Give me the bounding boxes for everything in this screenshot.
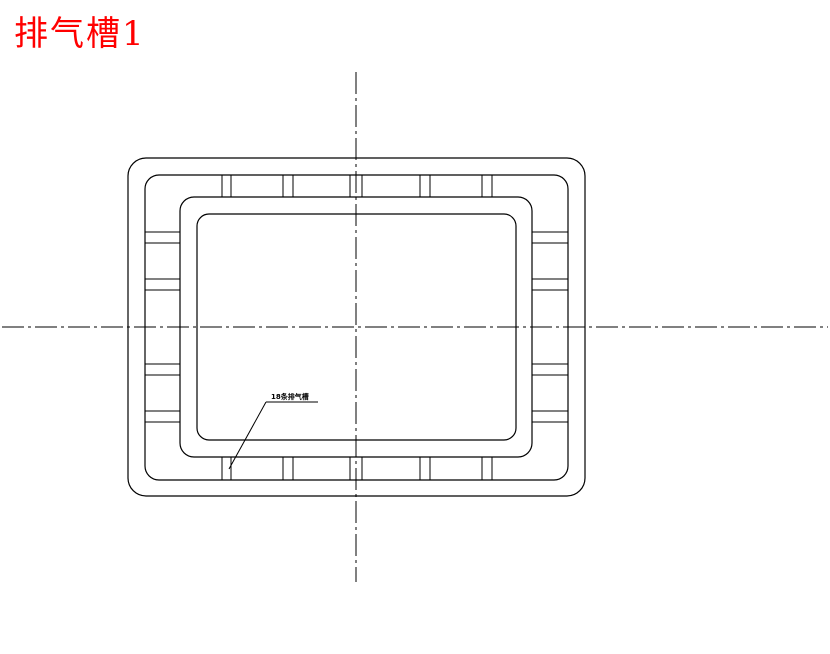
right-vent-slots	[532, 231, 568, 423]
top-vent-slots	[221, 175, 493, 197]
left-vent-slots	[145, 231, 180, 423]
annotation-leader	[228, 401, 318, 470]
bottom-vent-slots	[221, 457, 493, 480]
annotation-label: 18条排气槽	[271, 392, 309, 401]
outer-frame	[127, 157, 586, 497]
cavity-outline	[196, 213, 517, 441]
vent-ring-outer	[144, 174, 569, 481]
vent-ring-inner	[179, 196, 533, 458]
drawing-title: 排气槽1	[14, 14, 146, 54]
